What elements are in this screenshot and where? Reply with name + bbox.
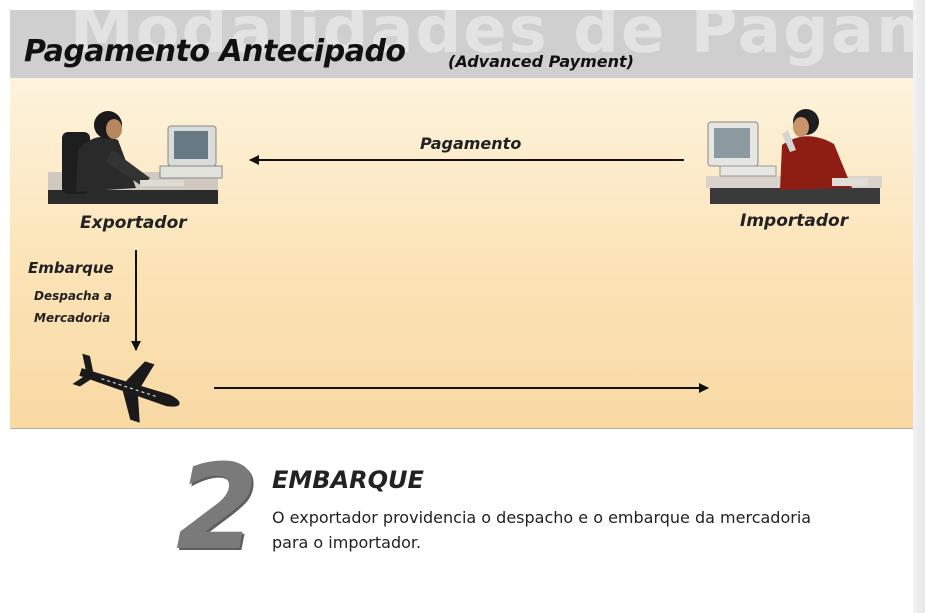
importer-label: Importador [740, 211, 849, 231]
shipment-label: Embarque [28, 259, 114, 277]
step-number: 2 [176, 438, 259, 576]
exporter-icon [48, 111, 223, 204]
diagram-panel [10, 78, 913, 429]
shipment-note-line2: Mercadoria [34, 311, 111, 325]
payment-label: Pagamento [420, 134, 522, 153]
airplane-icon [72, 353, 180, 423]
step-title: EMBARQUE [272, 466, 424, 494]
right-edge-strip [913, 0, 925, 613]
shipment-note-line1: Despacha a [34, 289, 112, 303]
header-watermark: Modalidades de Pagamento [70, 10, 913, 68]
slide-subtitle: (Advanced Payment) [448, 52, 634, 71]
step-description: O exportador providencia o despacho e o … [272, 508, 812, 552]
importer-icon [706, 109, 882, 204]
slide-header: Modalidades de Pagamento Pagamento Antec… [10, 10, 913, 78]
exporter-label: Exportador [80, 213, 187, 233]
slide-title: Pagamento Antecipado [24, 34, 406, 69]
